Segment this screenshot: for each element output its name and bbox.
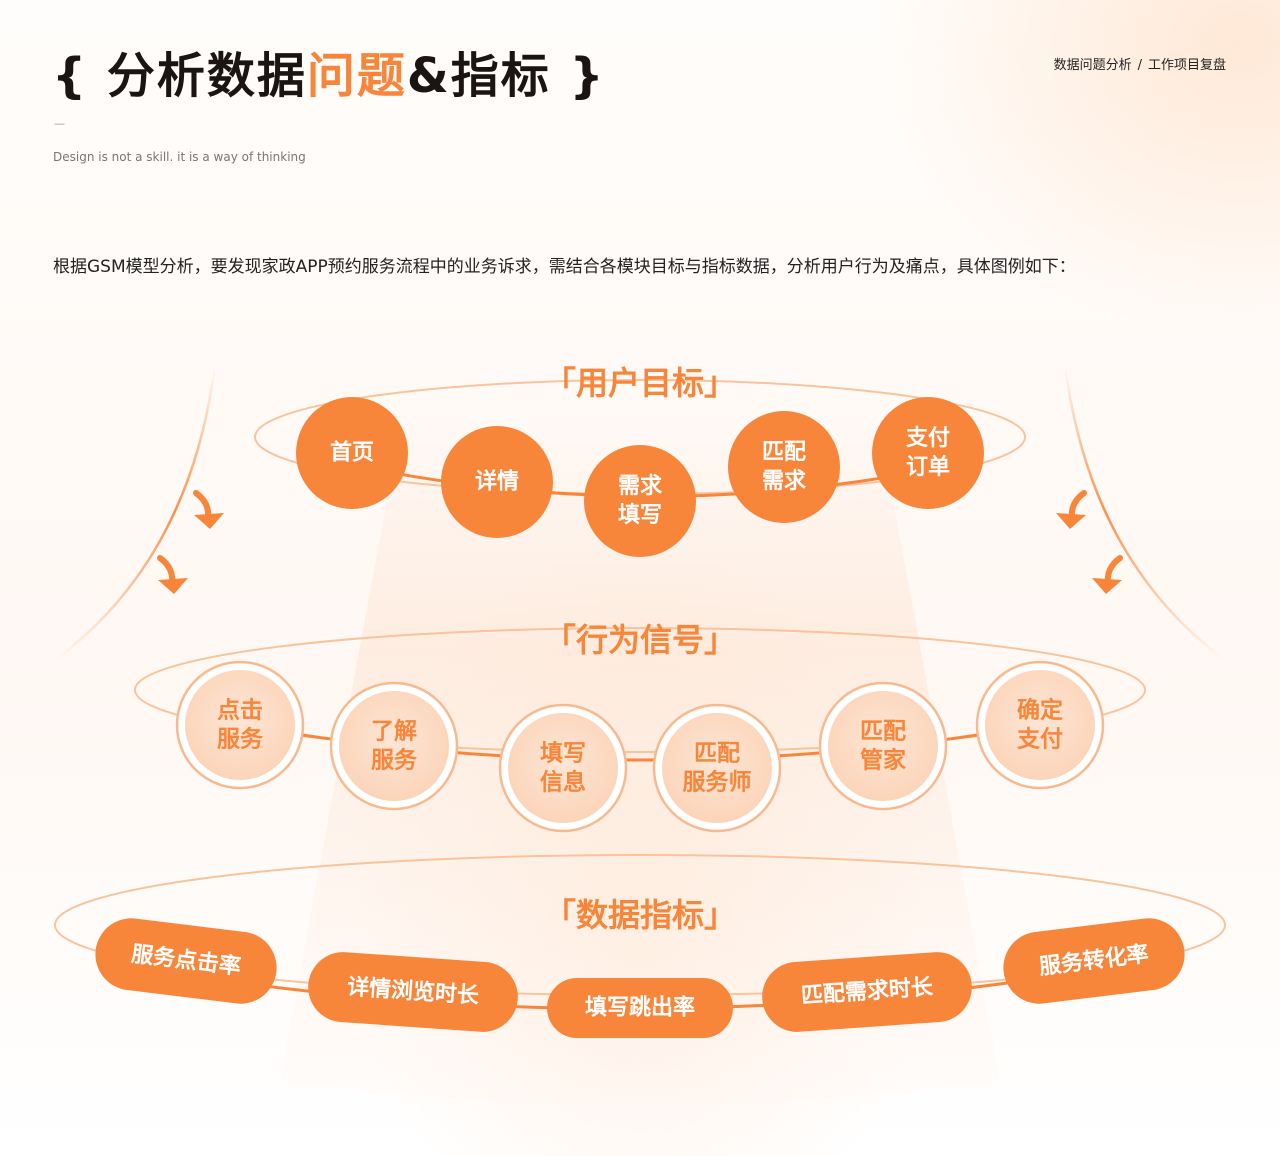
node-label: 服务 bbox=[217, 727, 264, 753]
title-prefix: { 分析数据 bbox=[52, 48, 307, 104]
goal-node: 详情 bbox=[441, 426, 553, 538]
node-label: 订单 bbox=[906, 455, 950, 480]
arrow-down-icon bbox=[157, 555, 188, 594]
node-label: 匹配 bbox=[860, 719, 906, 745]
signal-node-circle bbox=[185, 670, 295, 780]
page-title: { 分析数据问题&指标 } bbox=[52, 44, 606, 108]
metrics-pills: 服务点击率详情浏览时长填写跳出率 匹配需求时长服务转化率 bbox=[95, 918, 1185, 1038]
goal-node-circle bbox=[584, 445, 696, 557]
node-label: 需求 bbox=[762, 469, 806, 494]
signal-node-circle bbox=[985, 670, 1095, 780]
signal-node-circle bbox=[339, 691, 449, 801]
title-accent: 问题 bbox=[306, 48, 407, 104]
node-label: 匹配 bbox=[694, 741, 740, 767]
intro-text: 根据GSM模型分析，要发现家政APP预约服务流程中的业务诉求，需结合各模块目标与… bbox=[53, 257, 1076, 277]
node-label: 详情 bbox=[475, 469, 519, 495]
node-label: 点击 bbox=[217, 698, 263, 724]
arrow-down-icon bbox=[193, 490, 224, 529]
metric-pill-shape bbox=[1003, 918, 1185, 1004]
signal-node-circle bbox=[508, 713, 618, 823]
goals-title: 「用户目标」 bbox=[544, 364, 736, 402]
goals-nodes: 首页详情需求填写匹配需求支付订单 bbox=[296, 397, 984, 557]
node-label: 首页 bbox=[330, 440, 374, 466]
metric-pill-shape bbox=[547, 978, 733, 1038]
metric-pill-label: 填写跳出率 bbox=[585, 995, 695, 1021]
breadcrumb-separator: / bbox=[1137, 58, 1142, 73]
metric-pill-shape bbox=[95, 918, 277, 1004]
node-label: 了解 bbox=[371, 718, 417, 745]
signals-nodes: 点击服务了解服务填写信息匹配服务师匹配管家确定支付 bbox=[175, 660, 1105, 833]
node-label: 支付 bbox=[906, 426, 950, 451]
title-suffix: &指标 } bbox=[406, 48, 606, 104]
signals-title: 「行为信号」 bbox=[544, 621, 736, 659]
node-label: 需求 bbox=[618, 474, 662, 499]
node-label: 服务 bbox=[371, 748, 418, 774]
node-label: 服务师 bbox=[683, 770, 752, 796]
metric-pill: 服务点击率 bbox=[95, 918, 277, 1004]
goal-node: 首页 bbox=[296, 397, 408, 509]
breadcrumb-secondary: 工作项目复盘 bbox=[1147, 58, 1226, 73]
left-side-arc bbox=[54, 364, 217, 662]
node-label: 填写 bbox=[540, 741, 586, 767]
goal-node-circle bbox=[296, 397, 408, 509]
tagline: Design is not a skill. it is a way of th… bbox=[53, 150, 306, 164]
node-label: 填写 bbox=[618, 503, 662, 528]
metric-pill-shape bbox=[308, 952, 518, 1032]
node-label: 匹配 bbox=[762, 440, 806, 465]
metric-pill: 详情浏览时长 bbox=[308, 952, 518, 1032]
metric-pill: 服务转化率 bbox=[1003, 918, 1185, 1004]
goal-node-circle bbox=[441, 426, 553, 538]
metric-pill: 匹配需求时长 bbox=[762, 952, 972, 1032]
light-beam bbox=[280, 405, 1000, 1105]
breadcrumb-primary: 数据问题分析 bbox=[1053, 58, 1132, 73]
goal-node-circle bbox=[872, 397, 984, 509]
arrow-down-icon bbox=[1092, 555, 1123, 594]
metric-pill: 填写跳出率 bbox=[547, 978, 733, 1038]
right-side-arc bbox=[1063, 364, 1226, 662]
node-label: 支付 bbox=[1016, 727, 1063, 753]
signal-node-circle bbox=[828, 691, 938, 801]
signals-ring bbox=[134, 627, 1146, 753]
node-label: 信息 bbox=[540, 769, 586, 796]
breadcrumb: 数据问题分析 / 工作项目复盘 bbox=[1054, 54, 1226, 73]
title-dash: — bbox=[54, 117, 65, 130]
metric-pill-shape bbox=[762, 952, 972, 1032]
metrics-title: 「数据指标」 bbox=[544, 896, 736, 934]
goal-node: 匹配需求 bbox=[728, 411, 840, 523]
arrow-down-icon bbox=[1056, 490, 1087, 529]
node-label: 管家 bbox=[860, 747, 906, 774]
signal-node-circle bbox=[662, 713, 772, 823]
goal-node-circle bbox=[728, 411, 840, 523]
node-label: 确定 bbox=[1017, 697, 1063, 724]
